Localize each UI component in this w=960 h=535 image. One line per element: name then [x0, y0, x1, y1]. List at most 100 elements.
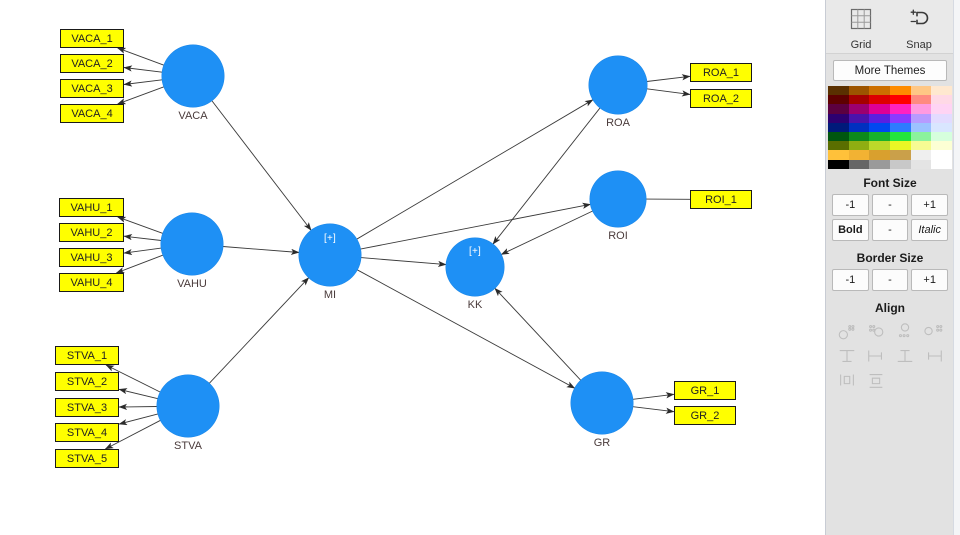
measurement-edge-roa-to-roa_2[interactable] — [646, 88, 691, 97]
font-size-decrease-button[interactable]: -1 — [832, 193, 869, 216]
indicator-box-stva_5[interactable]: STVA_5 — [55, 449, 119, 468]
color-swatch-r6-c1[interactable] — [848, 141, 870, 151]
color-swatch-r2-c1[interactable] — [848, 104, 870, 114]
panel-scrollbar[interactable] — [953, 0, 960, 535]
measurement-edge-vahu-to-vahu_2[interactable] — [123, 234, 162, 241]
align-baseline-icon[interactable] — [919, 345, 948, 367]
structural-edge-roi-to-kk[interactable] — [500, 210, 593, 255]
measurement-edge-vahu-to-vahu_3[interactable] — [123, 247, 162, 256]
indicator-box-vahu_2[interactable]: VAHU_2 — [59, 223, 124, 242]
indicator-box-stva_4[interactable]: STVA_4 — [55, 423, 119, 442]
color-swatch-r2-c3[interactable] — [889, 104, 911, 114]
color-swatch-r1-c0[interactable] — [828, 95, 849, 105]
structural-edge-stva-to-mi[interactable] — [208, 277, 310, 384]
color-palette[interactable] — [828, 86, 952, 169]
indicator-box-stva_2[interactable]: STVA_2 — [55, 372, 119, 391]
align-distribute-left-icon[interactable] — [832, 321, 861, 343]
latent-node-roi[interactable] — [590, 171, 646, 227]
color-swatch-r1-c1[interactable] — [848, 95, 870, 105]
indicator-box-vaca_3[interactable]: VACA_3 — [60, 79, 124, 98]
latent-node-vaca[interactable] — [162, 45, 224, 107]
measurement-edge-gr-to-gr_2[interactable] — [632, 406, 675, 414]
border-size-increase-button[interactable]: +1 — [911, 268, 949, 291]
color-swatch-r3-c4[interactable] — [910, 113, 932, 123]
color-swatch-r6-c0[interactable] — [828, 141, 849, 151]
indicator-box-vahu_4[interactable]: VAHU_4 — [59, 273, 124, 292]
color-swatch-r5-c5[interactable] — [931, 131, 952, 142]
indicator-box-gr_2[interactable]: GR_2 — [674, 406, 736, 425]
color-swatch-r3-c3[interactable] — [889, 113, 911, 123]
color-swatch-r6-c3[interactable] — [889, 141, 911, 151]
measurement-edge-vahu-to-vahu_4[interactable] — [115, 254, 164, 274]
structural-edge-vahu-to-mi[interactable] — [222, 246, 300, 255]
color-swatch-r7-c3[interactable] — [889, 150, 911, 160]
align-distribute-right-icon[interactable] — [890, 321, 919, 343]
color-swatch-r0-c4[interactable] — [910, 86, 932, 96]
color-swatch-r2-c0[interactable] — [828, 104, 849, 114]
color-swatch-r8-c0[interactable] — [828, 159, 849, 169]
measurement-edge-stva-to-stva_3[interactable] — [118, 403, 158, 410]
font-size-reset-button[interactable]: - — [871, 193, 909, 216]
measurement-edge-stva-to-stva_2[interactable] — [118, 388, 159, 400]
indicator-box-stva_3[interactable]: STVA_3 — [55, 398, 119, 417]
indicator-box-gr_1[interactable]: GR_1 — [674, 381, 736, 400]
structural-edge-vaca-to-mi[interactable] — [211, 100, 312, 231]
distribute-horizontal-icon[interactable] — [832, 369, 861, 391]
color-swatch-r4-c5[interactable] — [931, 122, 952, 132]
measurement-edge-vaca-to-vaca_1[interactable] — [117, 47, 165, 66]
color-swatch-r0-c5[interactable] — [931, 86, 952, 96]
measurement-edge-vaca-to-vaca_4[interactable] — [117, 86, 165, 105]
color-swatch-r4-c4[interactable] — [910, 122, 932, 132]
color-swatch-r2-c4[interactable] — [910, 104, 932, 114]
color-swatch-r4-c0[interactable] — [828, 122, 849, 132]
color-swatch-r7-c5[interactable] — [931, 150, 952, 160]
color-swatch-r3-c1[interactable] — [848, 113, 870, 123]
color-swatch-r1-c2[interactable] — [869, 95, 890, 105]
latent-node-stva[interactable] — [157, 375, 219, 437]
align-middle-icon[interactable] — [861, 345, 890, 367]
color-swatch-r1-c4[interactable] — [910, 95, 932, 105]
latent-node-mi[interactable]: [+] — [299, 224, 361, 286]
structural-edge-mi-to-kk[interactable] — [360, 257, 447, 268]
color-swatch-r0-c3[interactable] — [889, 86, 911, 96]
color-swatch-r8-c2[interactable] — [869, 159, 890, 169]
color-swatch-r8-c1[interactable] — [848, 159, 870, 169]
indicator-box-vaca_1[interactable]: VACA_1 — [60, 29, 124, 48]
indicator-box-vahu_1[interactable]: VAHU_1 — [59, 198, 124, 217]
color-swatch-r6-c4[interactable] — [910, 141, 932, 151]
color-swatch-r2-c5[interactable] — [931, 104, 952, 114]
align-bottom-icon[interactable] — [890, 345, 919, 367]
measurement-edge-roa-to-roa_1[interactable] — [646, 74, 691, 82]
structural-edge-gr-to-kk[interactable] — [494, 287, 582, 381]
structural-edge-mi-to-roi[interactable] — [360, 202, 591, 250]
color-swatch-r0-c1[interactable] — [848, 86, 870, 96]
color-swatch-r7-c1[interactable] — [848, 150, 870, 160]
bold-button[interactable]: Bold — [832, 218, 869, 241]
color-swatch-r3-c0[interactable] — [828, 113, 849, 123]
indicator-box-stva_1[interactable]: STVA_1 — [55, 346, 119, 365]
color-swatch-r8-c3[interactable] — [889, 159, 911, 169]
color-swatch-r7-c4[interactable] — [910, 150, 932, 160]
align-top-icon[interactable] — [832, 345, 861, 367]
measurement-edge-stva-to-stva_1[interactable] — [105, 364, 161, 393]
font-size-increase-button[interactable]: +1 — [911, 193, 949, 216]
color-swatch-r0-c2[interactable] — [869, 86, 890, 96]
color-swatch-r3-c5[interactable] — [931, 113, 952, 123]
color-swatch-r5-c1[interactable] — [848, 131, 870, 142]
structural-edge-mi-to-roa[interactable] — [356, 99, 594, 240]
color-swatch-r8-c4[interactable] — [910, 159, 932, 169]
distribute-vertical-icon[interactable] — [861, 369, 890, 391]
color-swatch-r2-c2[interactable] — [869, 104, 890, 114]
color-swatch-r1-c3[interactable] — [889, 95, 911, 105]
latent-node-roa[interactable] — [589, 56, 647, 114]
color-swatch-r4-c2[interactable] — [869, 122, 890, 132]
color-swatch-r8-c5[interactable] — [931, 159, 952, 169]
grid-tool-button[interactable]: Grid — [835, 4, 887, 51]
font-style-reset-button[interactable]: - — [871, 218, 909, 241]
latent-node-vahu[interactable] — [161, 213, 223, 275]
snap-tool-button[interactable]: Snap — [893, 4, 945, 51]
color-swatch-r5-c0[interactable] — [828, 131, 849, 142]
color-swatch-r7-c2[interactable] — [869, 150, 890, 160]
more-themes-button[interactable]: More Themes — [833, 60, 947, 81]
